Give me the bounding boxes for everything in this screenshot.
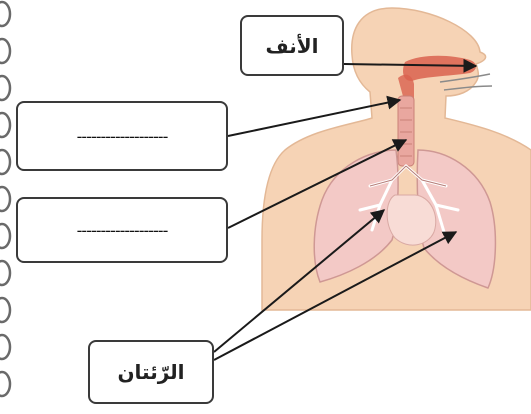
binder-ring-icon — [0, 261, 10, 285]
blank-label-1[interactable]: ------------------- — [16, 101, 228, 171]
label-lungs: الرّئتان — [88, 340, 214, 404]
blank-label-2-text: ------------------- — [77, 221, 168, 240]
binder-ring-icon — [0, 372, 10, 396]
binder-ring-icon — [0, 2, 10, 26]
binder-ring-icon — [0, 187, 10, 211]
binder-ring-icon — [0, 113, 10, 137]
binder-ring-icon — [0, 39, 10, 63]
label-nose-text: الأنف — [265, 34, 318, 58]
label-nose: الأنف — [240, 15, 344, 76]
heart-shape — [387, 195, 436, 245]
binder-ring-icon — [0, 76, 10, 100]
blank-label-2[interactable]: ------------------- — [16, 197, 228, 263]
blank-label-1-text: ------------------- — [77, 127, 168, 146]
label-lungs-text: الرّئتان — [117, 360, 184, 384]
binder-ring-icon — [0, 150, 10, 174]
binder-ring-icon — [0, 224, 10, 248]
binder-rings — [0, 2, 10, 396]
binder-ring-icon — [0, 335, 10, 359]
binder-ring-icon — [0, 298, 10, 322]
trachea — [398, 96, 414, 166]
